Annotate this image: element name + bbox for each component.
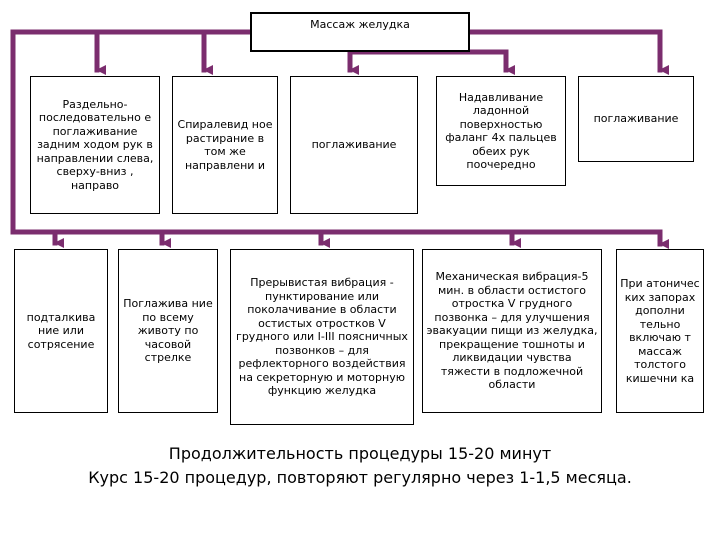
connector-right-top: [467, 29, 669, 75]
row1-text-1: Раздельно-последовательно е поглаживание…: [36, 97, 154, 192]
row1-text-2: Спиралевид ное растирание в том же напра…: [177, 118, 273, 172]
row1-box-2: Спиралевид ное растирание в том же напра…: [172, 76, 278, 214]
row1-box-1: Раздельно-последовательно е поглаживание…: [30, 76, 160, 214]
row2-box-5: При атоничес ких запорах дополни тельно …: [616, 249, 704, 413]
row2-text-4: Механическая вибрация-5 мин. в области о…: [426, 270, 598, 392]
row1-box-3: поглаживание: [290, 76, 418, 214]
connector-main: [10, 29, 669, 249]
footer-course: Курс 15-20 процедур, повторяют регулярно…: [88, 468, 632, 487]
row2-text-2: Поглажива ние по всему животу по часовой…: [123, 297, 213, 365]
row2-text-5: При атоничес ких запорах дополни тельно …: [620, 277, 700, 385]
title-box: Массаж желудка: [250, 12, 470, 52]
row2-box-1: подталкива ние или сотрясение: [14, 249, 108, 413]
row2-box-2: Поглажива ние по всему животу по часовой…: [118, 249, 218, 413]
footer-duration: Продолжительность процедуры 15-20 минут: [168, 444, 552, 463]
row2-box-4: Механическая вибрация-5 мин. в области о…: [422, 249, 602, 413]
row2-text-3: Прерывистая вибрация - пунктирование или…: [236, 276, 408, 398]
row1-text-3: поглаживание: [311, 138, 397, 152]
row1-text-4: Надавливание ладонной поверхностью фалан…: [445, 90, 557, 172]
row1-box-5: поглаживание: [578, 76, 694, 162]
row1-box-4: Надавливание ладонной поверхностью фалан…: [436, 76, 566, 186]
title-text: Массаж желудка: [310, 18, 410, 31]
row2-box-3: Прерывистая вибрация - пунктирование или…: [230, 249, 414, 425]
row2-text-1: подталкива ние или сотрясение: [26, 310, 96, 351]
row1-text-5: поглаживание: [593, 112, 679, 126]
